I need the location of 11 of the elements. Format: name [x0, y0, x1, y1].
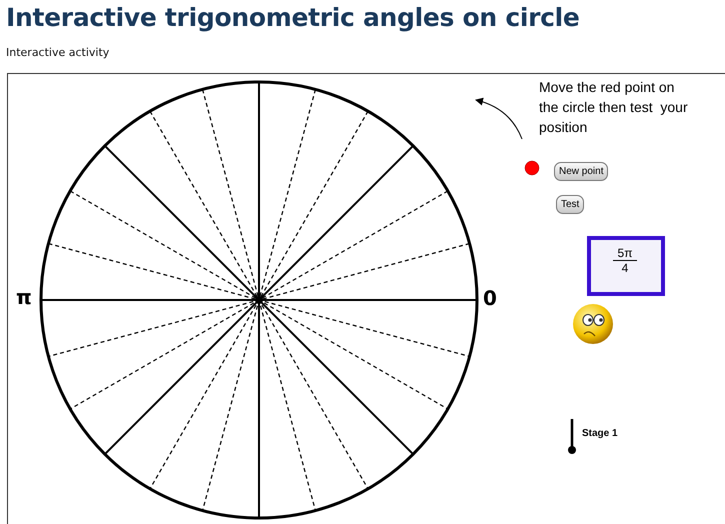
angle-label: 0	[483, 286, 497, 310]
angle-label: π	[16, 285, 32, 309]
fraction-denominator: 4	[620, 261, 630, 275]
subtitle: Interactive activity	[6, 46, 110, 59]
new-point-button: New point	[554, 162, 608, 181]
answer-box	[587, 236, 665, 296]
fraction-numerator: 5π	[613, 246, 637, 261]
test-button: Test	[556, 195, 584, 214]
page-title: Interactive trigonometric angles on circle	[6, 3, 580, 32]
instruction-text: Move the red point on the circle then test your position	[539, 78, 689, 137]
slider-label: Stage 1	[582, 428, 618, 439]
